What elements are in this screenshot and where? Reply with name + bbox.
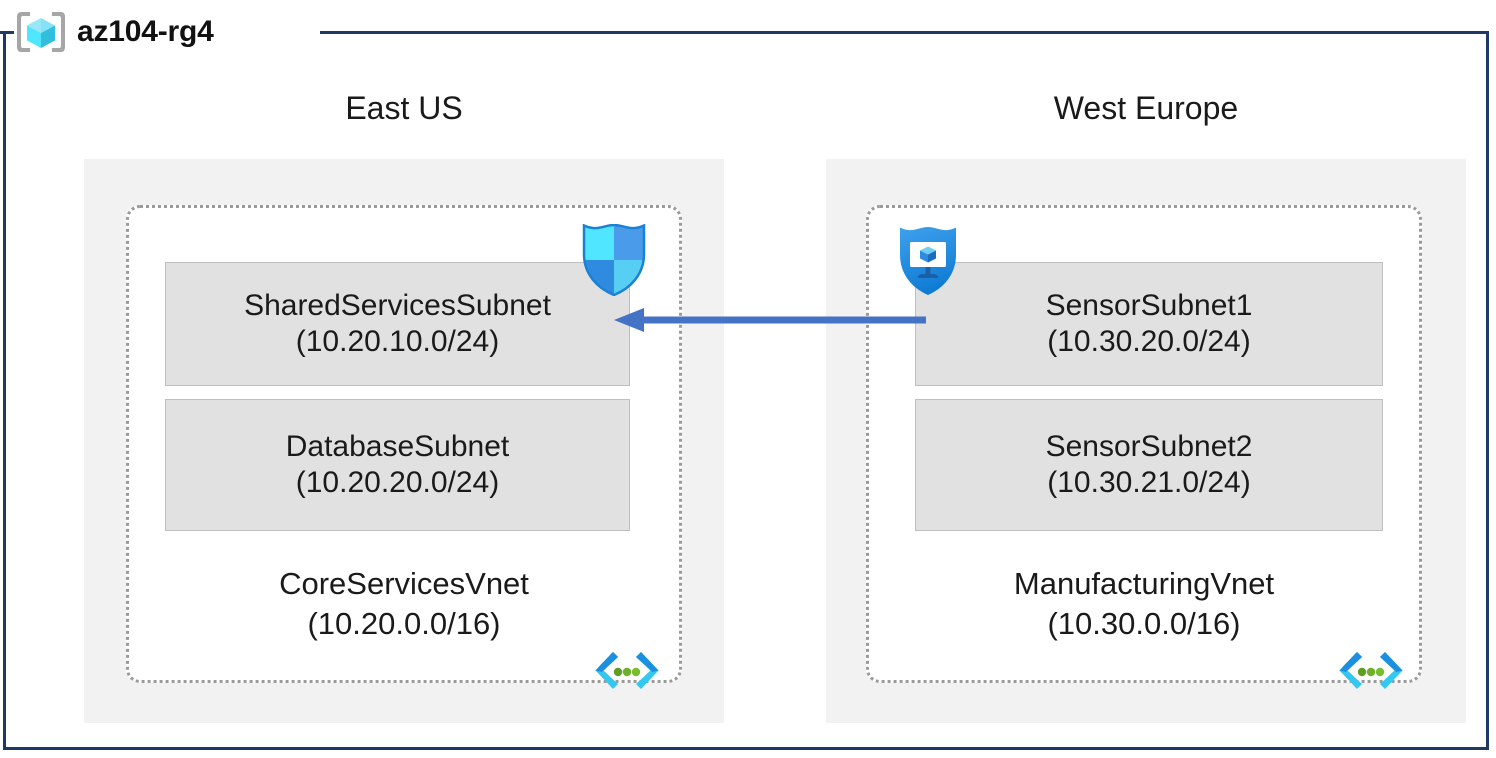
resource-group-frame-top-left	[0, 31, 22, 34]
subnet-name: SensorSubnet2	[1045, 430, 1253, 463]
vnet-cidr: (10.20.0.0/16)	[307, 605, 501, 641]
resource-group-name: az104-rg4	[77, 15, 214, 48]
subnet-cidr: (10.20.10.0/24)	[295, 325, 500, 358]
vnet-name: ManufacturingVnet	[1013, 566, 1275, 601]
vnet-caption-manufacturingvnet: ManufacturingVnet (10.30.0.0/16)	[866, 564, 1422, 643]
subnet-name: DatabaseSubnet	[285, 430, 510, 463]
subnet-sensorsubnet1[interactable]: SensorSubnet1 (10.30.20.0/24)	[915, 262, 1383, 386]
vnet-caption-coreservicesvnet: CoreServicesVnet (10.20.0.0/16)	[126, 564, 682, 643]
resource-group-title-block: az104-rg4	[14, 8, 220, 56]
vnet-peering-arrow[interactable]	[614, 304, 926, 336]
subnet-name: SensorSubnet1	[1045, 289, 1253, 322]
subnet-cidr: (10.20.20.0/24)	[295, 466, 500, 499]
azure-bastion-shield-icon[interactable]	[897, 226, 959, 296]
virtual-network-icon[interactable]	[1337, 650, 1405, 690]
region-label-east-us: East US	[345, 90, 463, 126]
region-label-west-europe: West Europe	[1053, 90, 1239, 126]
vnet-cidr: (10.30.0.0/16)	[1047, 605, 1241, 641]
network-security-group-shield-icon[interactable]	[581, 223, 647, 297]
resource-group-cube-icon	[14, 9, 68, 55]
vnet-name: CoreServicesVnet	[279, 566, 529, 601]
subnet-sensorsubnet2[interactable]: SensorSubnet2 (10.30.21.0/24)	[915, 399, 1383, 531]
virtual-network-icon[interactable]	[593, 650, 661, 690]
resource-group-frame	[3, 31, 1489, 750]
subnet-sharedservicessubnet[interactable]: SharedServicesSubnet (10.20.10.0/24)	[165, 262, 630, 386]
resource-group-frame-top-right	[320, 31, 1489, 34]
subnet-name: SharedServicesSubnet	[244, 289, 551, 322]
subnet-cidr: (10.30.21.0/24)	[1047, 466, 1251, 499]
subnet-databasesubnet[interactable]: DatabaseSubnet (10.20.20.0/24)	[165, 399, 630, 531]
subnet-cidr: (10.30.20.0/24)	[1047, 325, 1251, 358]
